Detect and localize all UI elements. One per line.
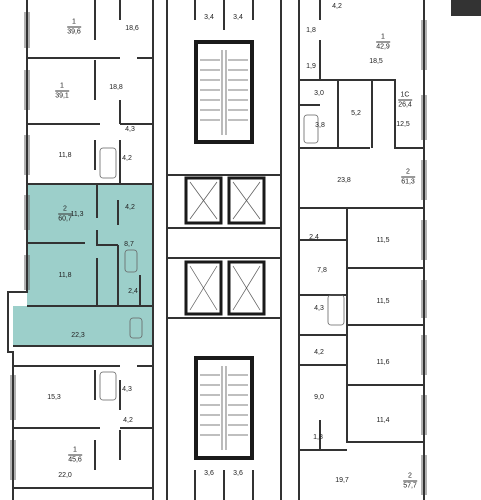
room-area: 1,8 [313, 434, 323, 441]
room-area: 15,3 [47, 394, 61, 401]
room-area: 4,3 [314, 305, 324, 312]
apartment-number: 2 [63, 205, 67, 213]
elevator-small-left [184, 176, 223, 225]
apartment-number: 2 [408, 472, 412, 480]
stair-lower [194, 356, 254, 460]
room-area: 22,0 [58, 472, 72, 479]
room-area: 11,5 [376, 237, 390, 244]
elevator-small-right [227, 176, 266, 225]
apartment-area: 57,7 [403, 482, 417, 490]
room-area: 1,8 [306, 27, 316, 34]
room-area: 12,5 [396, 121, 410, 128]
apartment-area: 61,3 [401, 178, 415, 186]
stair-upper [194, 40, 254, 144]
room-area: 4,2 [125, 204, 135, 211]
room-area: 11,3 [70, 211, 84, 218]
room-area: 9,0 [314, 394, 324, 401]
apartment-area: 45,6 [68, 456, 82, 464]
corner-block [451, 0, 481, 16]
room-area: 11,5 [376, 298, 390, 305]
room-area: 3,8 [315, 122, 325, 129]
room-area: 22,3 [71, 332, 85, 339]
elevator-large-right [227, 260, 266, 316]
room-area: 11,8 [58, 152, 72, 159]
room-area: 4,2 [314, 349, 324, 356]
room-area: 11,8 [58, 272, 72, 279]
room-area: 18,6 [125, 25, 139, 32]
room-area: 3,6 [204, 470, 214, 477]
room-area: 4,2 [123, 417, 133, 424]
room-area: 4,3 [125, 126, 135, 133]
apartment-number: 1 [73, 446, 77, 454]
room-area: 23,8 [337, 177, 351, 184]
apartment-number: 1 [381, 33, 385, 41]
room-area: 4,3 [122, 386, 132, 393]
apartment-area: 42,9 [376, 43, 390, 51]
apartment-label[interactable]: 1С 26,4 [398, 92, 412, 109]
room-area: 5,2 [351, 110, 361, 117]
room-area: 11,4 [376, 417, 390, 424]
room-area: 2,4 [309, 234, 319, 241]
apartment-area: 39,6 [67, 28, 81, 36]
apartment-number: 1 [60, 82, 64, 90]
elevator-large-left [184, 260, 223, 316]
room-area: 11,6 [376, 359, 390, 366]
room-area: 18,5 [369, 58, 383, 65]
apartment-number: 1С [400, 91, 410, 99]
room-area: 18,8 [109, 84, 123, 91]
room-area: 3,4 [233, 14, 243, 21]
apartment-number: 1 [72, 18, 76, 26]
room-area: 4,2 [122, 155, 132, 162]
room-area: 1,9 [306, 63, 316, 70]
apartment-area: 39,1 [55, 92, 69, 100]
apartment-area: 26,4 [398, 101, 412, 109]
room-area: 2,4 [128, 288, 138, 295]
room-area: 19,7 [335, 477, 349, 484]
apartment-area: 60,7 [58, 215, 72, 223]
room-area: 4,2 [332, 3, 342, 10]
room-area: 8,7 [124, 241, 134, 248]
room-area: 3,4 [204, 14, 214, 21]
room-area: 3,6 [233, 470, 243, 477]
room-area: 3,0 [314, 90, 324, 97]
apartment-number: 2 [406, 168, 410, 176]
room-area: 7,8 [317, 267, 327, 274]
